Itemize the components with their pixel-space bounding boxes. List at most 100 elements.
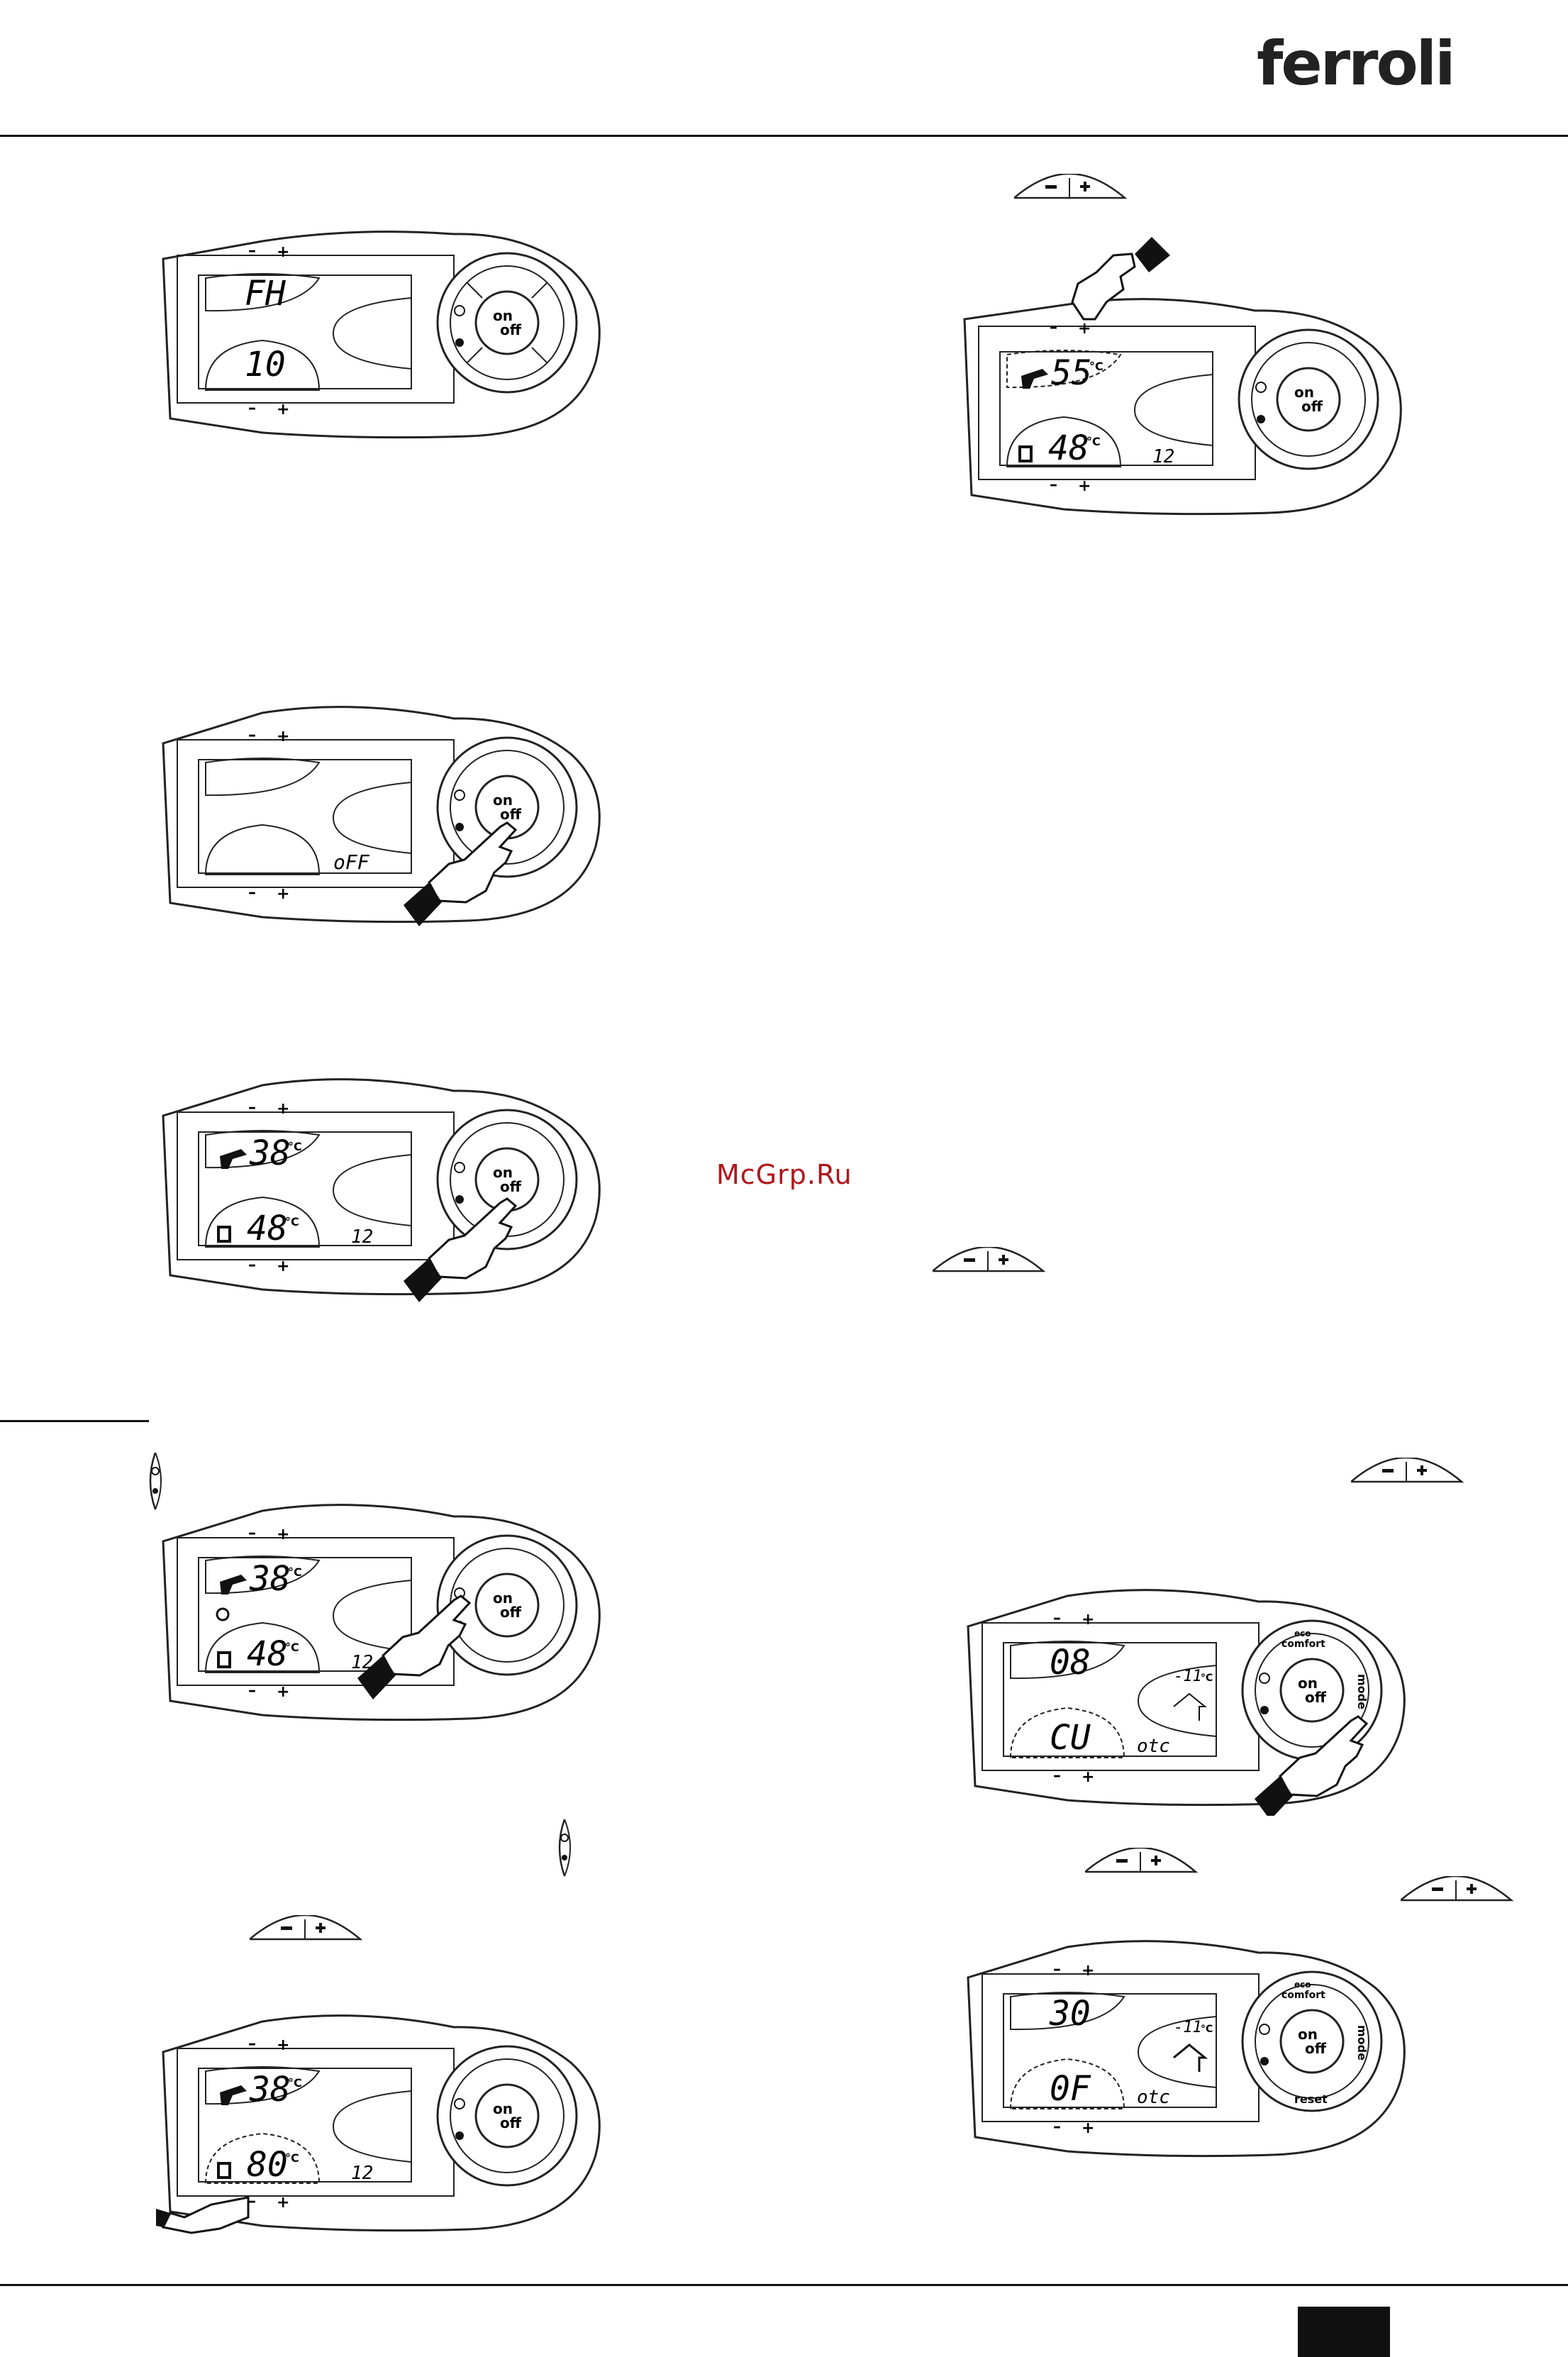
plus-key-top[interactable]: + <box>277 1526 289 1543</box>
heating-unit: °C <box>285 1215 299 1229</box>
off-label: off <box>500 806 522 823</box>
heating-setpoint: 80 <box>247 2145 288 2185</box>
control-panel-4: – + – + 38 °C 48 °C 12 on off <box>156 1497 610 1731</box>
dhw-unit: °C <box>288 2076 302 2090</box>
off-label: off <box>500 2114 522 2131</box>
minus-key-bottom[interactable]: – <box>1053 1767 1061 1785</box>
dhw-temperature: 38 <box>249 1133 291 1173</box>
heating-temperature: 48 <box>1048 428 1089 468</box>
plus-key-top[interactable]: + <box>277 243 289 261</box>
plus-key-top[interactable]: + <box>1082 1962 1094 1980</box>
snowflake-icon <box>1257 415 1265 423</box>
outdoor-temperature: -11 <box>1174 1668 1202 1685</box>
minus-plus-key-icon <box>933 1247 1046 1274</box>
mode-key-icon <box>555 1819 583 1880</box>
minus-key-top[interactable]: – <box>248 2035 256 2053</box>
control-panel-3: – + – + 38 °C 48 °C 12 on off <box>156 1071 610 1305</box>
dhw-unit: °C <box>288 1140 302 1153</box>
plus-key-top[interactable]: + <box>277 1100 289 1118</box>
eco-label: eco <box>1294 1629 1311 1638</box>
comfort-label: comfort <box>1281 1638 1325 1650</box>
otc-label: otc <box>1137 2087 1170 2108</box>
minus-key-top[interactable]: – <box>248 242 256 260</box>
minus-plus-key-icon <box>1351 1458 1464 1485</box>
heating-unit: °C <box>285 2151 299 2165</box>
minus-key-bottom[interactable]: – <box>248 2192 256 2210</box>
plus-key-bottom[interactable]: + <box>1082 1768 1094 1786</box>
plus-key-bottom[interactable]: + <box>277 885 289 903</box>
outdoor-temperature: -11 <box>1174 2019 1202 2036</box>
off-label: off <box>1305 1689 1327 1706</box>
comfort-label: comfort <box>1281 1990 1325 2001</box>
plus-key-bottom[interactable]: + <box>277 1258 289 1275</box>
heating-unit: °C <box>1086 435 1101 448</box>
minus-key-bottom[interactable]: – <box>248 1256 256 1274</box>
minus-key-top[interactable]: – <box>248 726 256 744</box>
pressure-value: 12 <box>351 1226 373 1248</box>
plus-key-bottom[interactable]: + <box>277 1683 289 1701</box>
minus-key-bottom[interactable]: – <box>1050 476 1057 494</box>
minus-key-bottom[interactable]: – <box>248 1682 256 1699</box>
plus-key-top[interactable]: + <box>277 728 289 745</box>
watermark: McGrp.Ru <box>716 1159 852 1190</box>
footer-rule <box>0 2284 1568 2286</box>
plus-key-bottom[interactable]: + <box>1078 477 1091 495</box>
minus-key-top[interactable]: – <box>248 1524 256 1542</box>
snowflake-icon <box>455 823 464 831</box>
snowflake-icon <box>455 2131 464 2140</box>
plus-key-bottom[interactable]: + <box>277 2194 289 2212</box>
heating-unit: °C <box>285 1641 299 1654</box>
otc-label: otc <box>1137 1736 1170 1757</box>
dhw-setpoint: 55 <box>1051 353 1092 393</box>
header-rule <box>0 135 1568 137</box>
page-number-box <box>1298 2307 1390 2357</box>
minus-key-top[interactable]: – <box>1050 318 1057 336</box>
minus-plus-key-icon <box>1014 174 1128 201</box>
pressure-value: 12 <box>351 2163 373 2184</box>
plus-key-bottom[interactable]: + <box>277 401 289 418</box>
off-label: off <box>1301 398 1323 415</box>
minus-plus-key-icon <box>1085 1848 1199 1875</box>
control-panel-5: – + – + 38 °C 80 °C 12 on off <box>156 2007 610 2241</box>
reset-label: reset <box>1294 2092 1328 2106</box>
dhw-unit: °C <box>288 1565 302 1579</box>
section-rule <box>0 1420 149 1422</box>
display-bottom-value: 10 <box>245 345 286 384</box>
off-label: off <box>500 1604 522 1621</box>
parameter-value: 30 <box>1049 1994 1091 2034</box>
minus-key-bottom[interactable]: – <box>248 884 256 902</box>
parameter-value: 08 <box>1050 1643 1091 1682</box>
minus-key-top[interactable]: – <box>1053 1961 1061 1978</box>
display-top-value: FH <box>245 274 287 314</box>
off-label: off <box>500 321 522 338</box>
heating-temperature: 48 <box>247 1209 288 1248</box>
control-panel-7: – + – + 08 CU otc -11 °C eco comfort mod… <box>961 1582 1415 1816</box>
control-panel-6: – + – + 55 °C 48 °C 12 on off <box>957 291 1411 525</box>
plus-key-top[interactable]: + <box>277 2036 289 2054</box>
mode-label: mode <box>1355 2025 1369 2061</box>
plus-key-top[interactable]: + <box>1082 1611 1094 1629</box>
heating-temperature: 48 <box>247 1634 288 1674</box>
plus-key-bottom[interactable]: + <box>1082 2119 1094 2137</box>
control-panel-1: – + – + FH 10 on off <box>156 227 610 447</box>
snowflake-icon <box>455 338 464 347</box>
control-panel-8: – + – + 30 0F otc -11 °C eco comfort mod… <box>961 1933 1415 2167</box>
minus-plus-key-icon <box>1401 1876 1514 1903</box>
display-status-text: oFF <box>333 850 370 874</box>
off-label: off <box>1305 2040 1327 2057</box>
pressure-value: 12 <box>1152 446 1174 467</box>
minus-key-bottom[interactable]: – <box>1053 2118 1061 2136</box>
dhw-temperature: 38 <box>249 1559 291 1599</box>
minus-plus-key-icon <box>250 1915 363 1942</box>
minus-key-top[interactable]: – <box>1053 1609 1061 1627</box>
snowflake-icon <box>455 1195 464 1204</box>
snowflake-icon <box>1260 2057 1269 2065</box>
control-panel-2: – + – + oFF on off <box>156 699 610 933</box>
outdoor-unit: °C <box>1201 2024 1213 2035</box>
minus-key-top[interactable]: – <box>248 1099 256 1116</box>
mode-label: mode <box>1355 1674 1369 1709</box>
dhw-temperature: 38 <box>249 2070 291 2109</box>
parameter-code: 0F <box>1050 2069 1091 2109</box>
minus-key-bottom[interactable]: – <box>248 399 256 417</box>
dhw-unit: °C <box>1089 360 1103 373</box>
